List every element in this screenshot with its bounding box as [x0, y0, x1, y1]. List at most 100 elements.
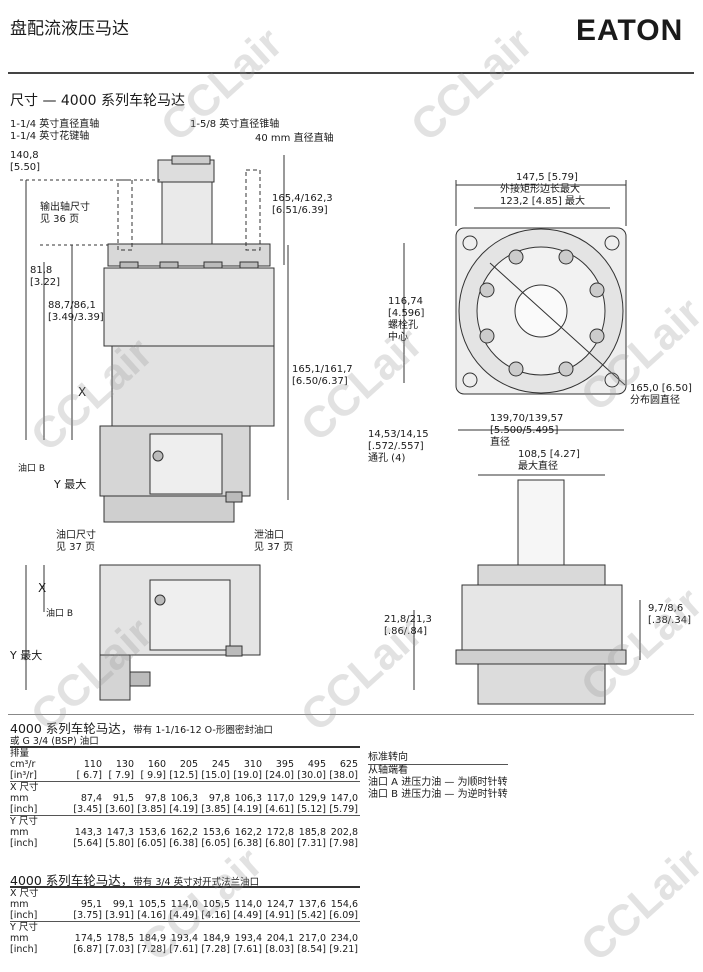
- table-cell: [ 9.9]: [140, 770, 166, 781]
- table-cell: [7.03]: [105, 944, 134, 955]
- x-dim-label-2: X: [38, 581, 47, 595]
- table-cell: [5.64]: [73, 838, 102, 849]
- table-cell: [9.21]: [329, 944, 358, 955]
- dim-88-7-in: [3.49/3.39]: [48, 312, 104, 323]
- row-label: 排量: [10, 746, 72, 759]
- dim-139-70-in: [5.500/5.495]: [490, 425, 559, 436]
- port-b-label: 油口 B: [18, 464, 46, 474]
- row-label: mm: [10, 899, 29, 910]
- row-label: mm: [10, 793, 29, 804]
- table-cell: 117,0: [266, 793, 294, 804]
- dim-116-74: 116,74: [388, 296, 423, 307]
- table-cell: [7.31]: [297, 838, 326, 849]
- rotation-line3: 油口 B 进压力油 — 为逆时针转: [368, 789, 508, 800]
- table-cell: [4.61]: [265, 804, 294, 815]
- table-cell: [6.09]: [329, 910, 358, 921]
- output-shaft-label-2: 见 36 页: [40, 214, 80, 225]
- table-cell: 95,1: [80, 899, 102, 910]
- row-label: [inch]: [10, 838, 38, 849]
- row-label: [inch]: [10, 804, 38, 815]
- table-cell: 160: [147, 759, 166, 770]
- max-diameter-label: 最大直径: [518, 461, 558, 472]
- table-cell: 124,7: [266, 899, 294, 910]
- table-cell: [24.0]: [265, 770, 294, 781]
- holes-dim-1: 14,53/14,15: [368, 429, 429, 440]
- table-cell: [6.38]: [169, 838, 198, 849]
- dim-140-8: 140,8: [10, 150, 39, 161]
- table-cell: [3.45]: [73, 804, 102, 815]
- table-cell: [3.60]: [105, 804, 134, 815]
- table-cell: [104, 746, 136, 759]
- table-cell: 97,8: [208, 793, 230, 804]
- table-cell: 178,5: [106, 933, 134, 944]
- drain-label-1: 泄油口: [254, 530, 284, 541]
- table-row: [inch][5.64][5.80][6.05][6.38][6.05][6.3…: [10, 838, 360, 849]
- table-cell: [6.05]: [201, 838, 230, 849]
- table-row: [inch][6.87][7.03][7.28][7.61][7.28][7.6…: [10, 944, 360, 955]
- table-cell: 217,0: [298, 933, 326, 944]
- table-cell: [6.38]: [233, 838, 262, 849]
- dim-21-8: 21,8/21,3: [384, 614, 432, 625]
- rotation-line1: 从轴端看: [368, 764, 508, 777]
- table-cell: [5.80]: [105, 838, 134, 849]
- row-label: X 尺寸: [10, 886, 72, 899]
- table-cell: [296, 781, 328, 793]
- table-cell: [3.85]: [201, 804, 230, 815]
- dim-88-7: 88,7/86,1: [48, 300, 96, 311]
- shaft-label-2: 1-1/4 英寸花键轴: [10, 131, 90, 142]
- table-cell: [72, 921, 104, 933]
- taper-shaft-label: 1-5/8 英寸直径锥轴: [190, 119, 280, 130]
- table-cell: 625: [339, 759, 358, 770]
- table-cell: 204,1: [266, 933, 294, 944]
- table-cell: [328, 886, 360, 899]
- table-cell: 114,0: [234, 899, 262, 910]
- table-cell: [168, 815, 200, 827]
- table-cell: [30.0]: [297, 770, 326, 781]
- table-row: [inch][3.75][3.91][4.16][4.49][4.16][4.4…: [10, 910, 360, 922]
- table-cell: [15.0]: [201, 770, 230, 781]
- table-row: 排量: [10, 746, 360, 759]
- table-cell: [3.85]: [137, 804, 166, 815]
- dim-165-4-in: [6.51/6.39]: [272, 205, 328, 216]
- pitch-circle-label: 分布圆直径: [630, 395, 680, 406]
- table-cell: [4.16]: [201, 910, 230, 921]
- row-label: [in³/r]: [10, 770, 37, 781]
- table-cell: [296, 815, 328, 827]
- row-label: [inch]: [10, 944, 38, 955]
- table-cell: 185,8: [298, 827, 326, 838]
- table-cell: [168, 781, 200, 793]
- table-cell: [5.42]: [297, 910, 326, 921]
- table-cell: 193,4: [170, 933, 198, 944]
- rotation-note: 标准转向 从轴端看 油口 A 进压力油 — 为顺时针转 油口 B 进压力油 — …: [368, 752, 508, 801]
- table-cell: [4.91]: [265, 910, 294, 921]
- table-cell: 162,2: [234, 827, 262, 838]
- table-cell: [72, 815, 104, 827]
- table-cell: [200, 781, 232, 793]
- table-cell: [7.98]: [329, 838, 358, 849]
- table-row: Y 尺寸: [10, 815, 360, 827]
- table-cell: [136, 886, 168, 899]
- table-cell: [4.49]: [169, 910, 198, 921]
- table-cell: [232, 886, 264, 899]
- table-cell: [6.87]: [73, 944, 102, 955]
- table-cell: 245: [211, 759, 230, 770]
- row-label: mm: [10, 933, 29, 944]
- table-cell: [296, 746, 328, 759]
- table-cell: [72, 781, 104, 793]
- table-cell: [200, 746, 232, 759]
- y-max-label-2: Y 最大: [10, 649, 43, 662]
- watermark: CCLair: [571, 838, 703, 972]
- dim-9-7: 9,7/8,6: [648, 603, 684, 614]
- holes-dim-2: [.572/.557]: [368, 441, 424, 452]
- table-cell: 310: [243, 759, 262, 770]
- bolt-center-2: 中心: [388, 332, 408, 343]
- table-cell: [232, 815, 264, 827]
- header-rule: [8, 72, 694, 74]
- table-cell: [8.54]: [297, 944, 326, 955]
- table-cell: [136, 746, 168, 759]
- table-cell: 234,0: [330, 933, 358, 944]
- section-title: 尺寸 — 4000 系列车轮马达: [10, 93, 185, 109]
